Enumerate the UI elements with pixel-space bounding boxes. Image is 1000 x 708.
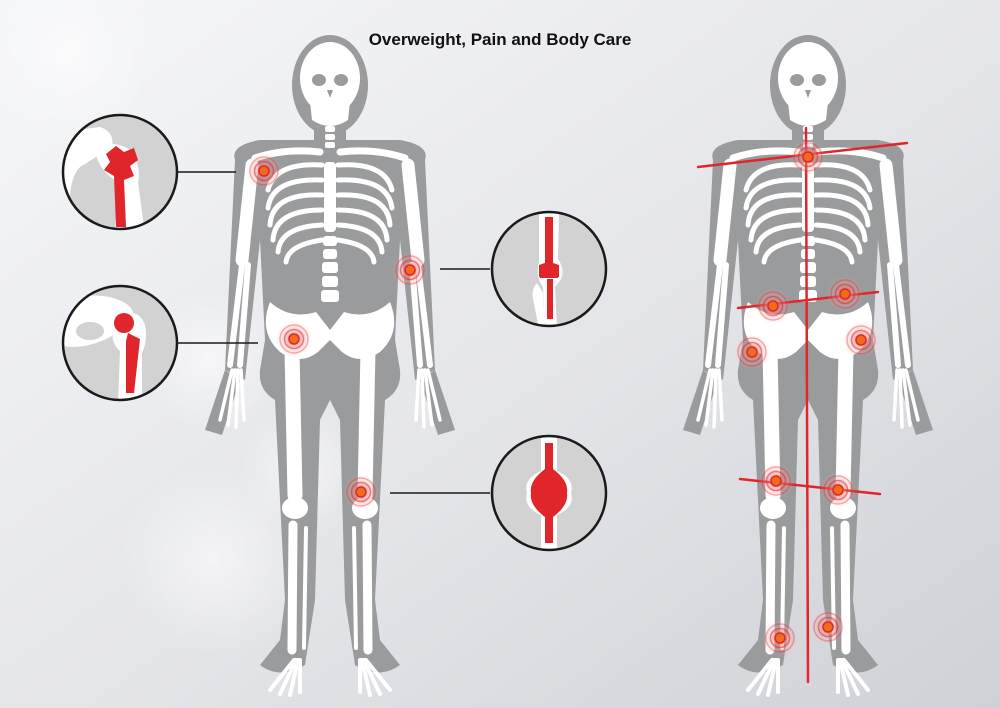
- page-title: Overweight, Pain and Body Care: [368, 30, 632, 49]
- pain-point-knee-right: [819, 471, 857, 509]
- pain-point-hip: [275, 320, 313, 358]
- pain-point-lower-back-right: [826, 275, 864, 313]
- callout-connectors: [178, 171, 490, 494]
- bokeh-circle: [0, 0, 155, 140]
- pain-point-knee-left: [757, 462, 795, 500]
- vertical-axis-line: [804, 126, 810, 684]
- inset-hip: [61, 284, 179, 402]
- pain-point-hip-right: [842, 321, 880, 359]
- pain-point-neck: [789, 138, 827, 176]
- pain-point-ankle-right: [809, 608, 847, 646]
- pain-point-ankle-left: [761, 619, 799, 657]
- knee-joint-icon: [526, 436, 572, 550]
- pain-point-shoulder: [245, 152, 283, 190]
- pain-point-elbow: [391, 251, 429, 289]
- pain-point-hip-left: [733, 333, 771, 371]
- pain-point-lower-back-left: [754, 287, 792, 325]
- pain-point-knee: [342, 473, 380, 511]
- hip-implant-icon: [63, 295, 146, 400]
- inset-elbow: [490, 210, 608, 328]
- inset-knee: [490, 434, 608, 552]
- elbow-implant-icon: [532, 212, 563, 326]
